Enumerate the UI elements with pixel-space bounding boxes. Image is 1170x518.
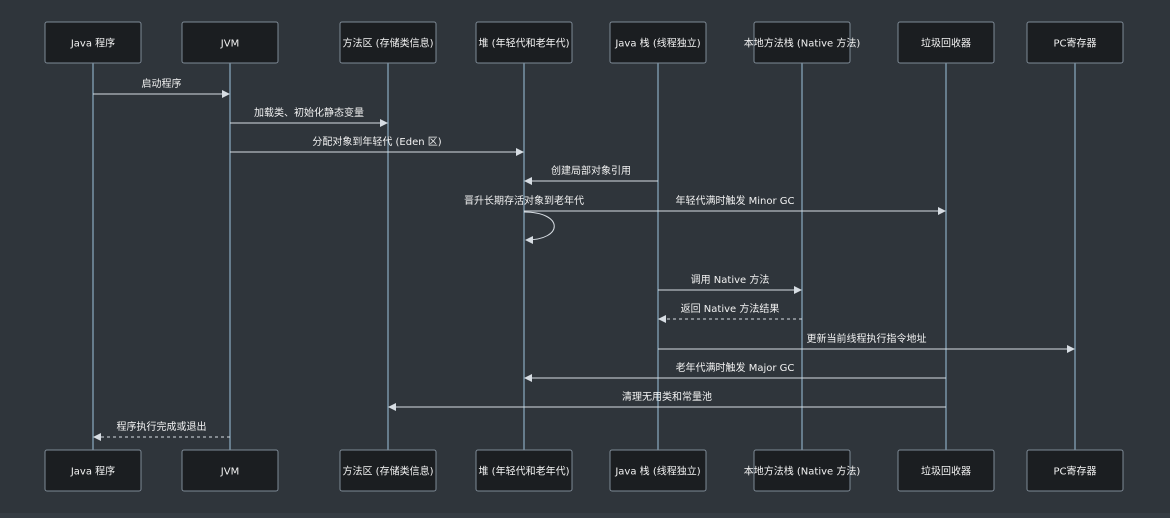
participant-rect	[181, 449, 279, 492]
participant-rect	[44, 449, 142, 492]
message-label: 清理无用类和常量池	[622, 390, 712, 403]
message-label: 年轻代满时触发 Minor GC	[675, 194, 794, 207]
participant-box-top-p4: Java 栈 (线程独立)	[609, 21, 707, 64]
participant-label: JVM	[220, 467, 239, 478]
participant-box-bottom-p5: 本地方法栈 (Native 方法)	[744, 449, 861, 492]
self-message-loop	[523, 211, 555, 244]
participant-rect	[181, 21, 279, 64]
message-3: 创建局部对象引用	[524, 164, 658, 185]
message-label: 调用 Native 方法	[691, 273, 770, 286]
participant-rect	[475, 449, 573, 492]
bottom-strip	[0, 513, 1170, 518]
message-label: 创建局部对象引用	[551, 164, 631, 177]
message-7: 返回 Native 方法结果	[658, 302, 802, 323]
participant-label: 方法区 (存储类信息)	[343, 465, 434, 478]
participant-box-top-p0: Java 程序	[44, 21, 142, 64]
participant-rect	[339, 449, 437, 492]
participant-rect	[609, 21, 707, 64]
participant-label: Java 栈 (线程独立)	[614, 465, 700, 478]
participant-footer-row: Java 程序 JVM 方法区 (存储类信息) 堆 (年轻代和老年代) Java 栈 (…	[44, 449, 1124, 492]
message-6: 调用 Native 方法	[658, 273, 802, 294]
message-4: 年轻代满时触发 Minor GC	[524, 194, 946, 215]
message-label: 返回 Native 方法结果	[681, 302, 780, 315]
message-9: 老年代满时触发 Major GC	[524, 361, 946, 382]
participant-box-top-p2: 方法区 (存储类信息)	[339, 21, 437, 64]
participant-box-top-p7: PC寄存器	[1026, 21, 1124, 64]
participant-rect	[897, 449, 995, 492]
participant-box-bottom-p0: Java 程序	[44, 449, 142, 492]
message-label: 程序执行完成或退出	[117, 420, 207, 433]
participant-box-bottom-p4: Java 栈 (线程独立)	[609, 449, 707, 492]
participant-rect	[1026, 21, 1124, 64]
message-label: 晋升长期存活对象到老年代	[464, 194, 584, 207]
participant-box-bottom-p3: 堆 (年轻代和老年代)	[475, 449, 573, 492]
participant-rect	[753, 21, 851, 64]
message-10: 清理无用类和常量池	[388, 390, 946, 411]
participant-box-bottom-p7: PC寄存器	[1026, 449, 1124, 492]
message-label: 老年代满时触发 Major GC	[676, 361, 795, 374]
participant-box-bottom-p1: JVM	[181, 449, 279, 492]
participant-label: PC寄存器	[1053, 465, 1096, 478]
participant-rect	[475, 21, 573, 64]
participant-box-bottom-p2: 方法区 (存储类信息)	[339, 449, 437, 492]
message-label: 更新当前线程执行指令地址	[807, 332, 927, 345]
participant-label: 本地方法栈 (Native 方法)	[744, 465, 861, 478]
participant-label: PC寄存器	[1053, 37, 1096, 50]
lifelines	[92, 63, 1076, 450]
participant-label: 垃圾回收器	[921, 465, 971, 478]
participant-label: Java 栈 (线程独立)	[614, 37, 700, 50]
participant-box-top-p6: 垃圾回收器	[897, 21, 995, 64]
participant-rect	[897, 21, 995, 64]
participant-header-row: Java 程序 JVM 方法区 (存储类信息) 堆 (年轻代和老年代) Java 栈 (…	[44, 21, 1124, 64]
participant-label: 方法区 (存储类信息)	[343, 37, 434, 50]
participant-rect	[339, 21, 437, 64]
participant-label: 堆 (年轻代和老年代)	[479, 37, 570, 50]
message-label: 启动程序	[142, 77, 182, 90]
participant-box-bottom-p6: 垃圾回收器	[897, 449, 995, 492]
participant-box-top-p5: 本地方法栈 (Native 方法)	[744, 21, 861, 64]
message-1: 加载类、初始化静态变量	[230, 106, 388, 127]
participant-label: 本地方法栈 (Native 方法)	[744, 37, 861, 50]
message-8: 更新当前线程执行指令地址	[658, 332, 1075, 353]
message-5: 晋升长期存活对象到老年代	[464, 194, 584, 244]
participant-label: 垃圾回收器	[921, 37, 971, 50]
participant-rect	[753, 449, 851, 492]
message-0: 启动程序	[93, 77, 230, 98]
participant-rect	[44, 21, 142, 64]
participant-rect	[1026, 449, 1124, 492]
message-label: 加载类、初始化静态变量	[254, 106, 364, 119]
participant-box-top-p1: JVM	[181, 21, 279, 64]
participant-label: JVM	[220, 39, 239, 50]
message-11: 程序执行完成或退出	[93, 420, 230, 441]
message-label: 分配对象到年轻代 (Eden 区)	[312, 135, 441, 148]
participant-label: 堆 (年轻代和老年代)	[479, 465, 570, 478]
participant-label: Java 程序	[70, 37, 115, 50]
participant-rect	[609, 449, 707, 492]
participant-box-top-p3: 堆 (年轻代和老年代)	[475, 21, 573, 64]
message-2: 分配对象到年轻代 (Eden 区)	[230, 135, 524, 156]
participant-label: Java 程序	[70, 465, 115, 478]
